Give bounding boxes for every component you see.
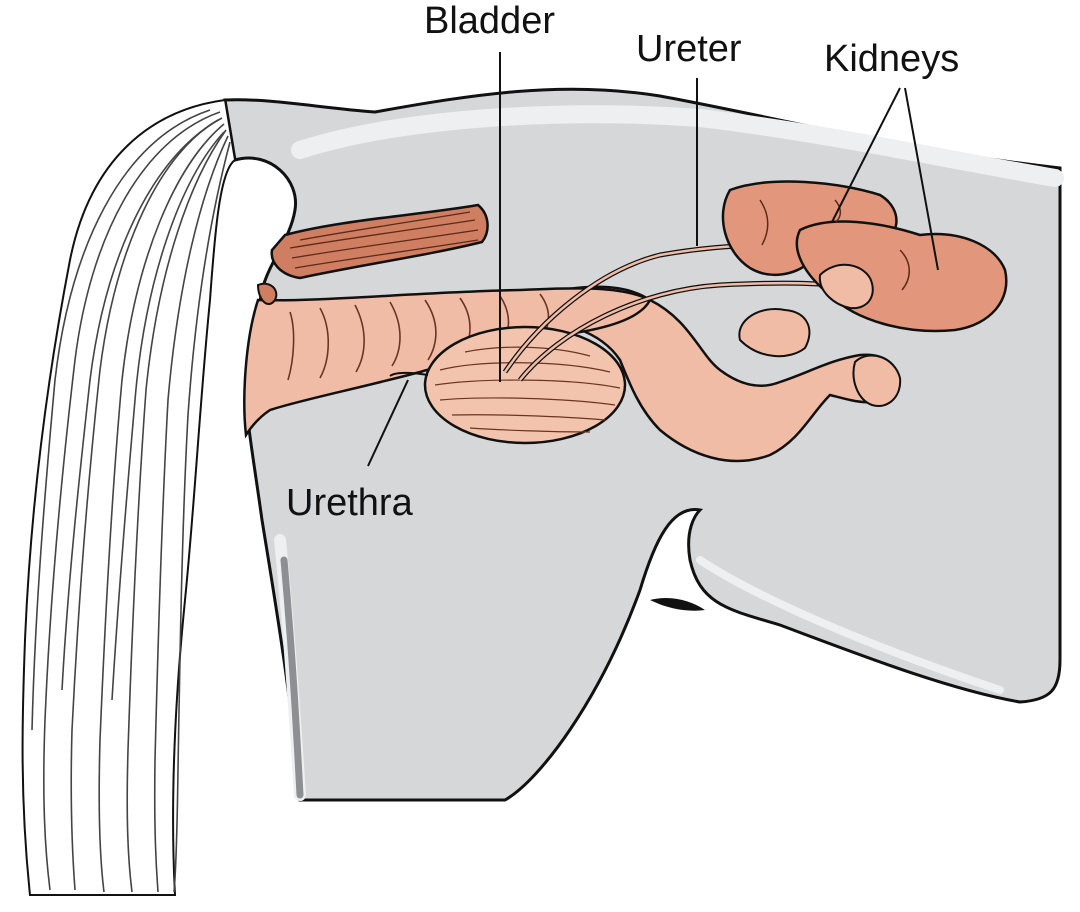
tail: [23, 100, 235, 895]
crease-shadow: [650, 598, 705, 611]
urethra-label: Urethra: [286, 484, 413, 522]
bladder-label: Bladder: [424, 2, 555, 40]
kidneys-label: Kidneys: [824, 40, 959, 78]
tail-mass: [23, 100, 235, 895]
ovary-left: [739, 309, 809, 356]
ureter-label: Ureter: [636, 30, 742, 68]
horse-hindquarter-body: [225, 89, 1060, 800]
